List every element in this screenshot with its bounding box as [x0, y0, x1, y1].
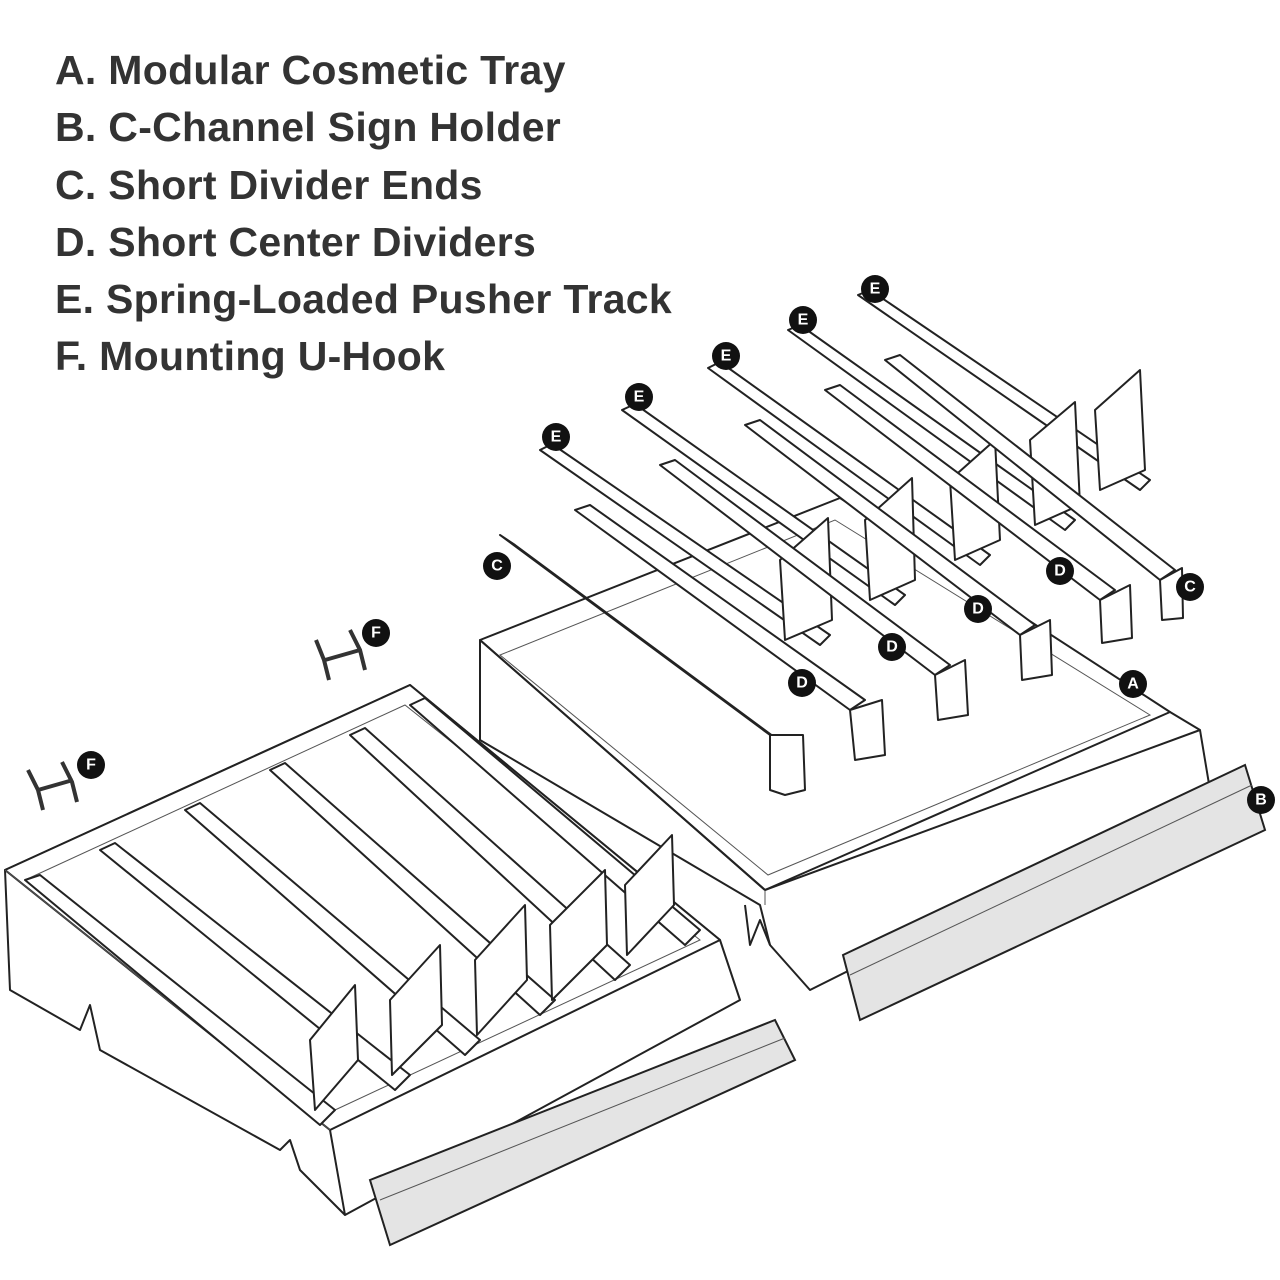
diagram-shape: [878, 633, 906, 661]
callout-letter: E: [551, 429, 562, 446]
callout-labels: E E E E E C C D D D D A B F F: [77, 275, 1275, 814]
diagram-shape: [624, 834, 675, 956]
callout-letter: E: [721, 348, 732, 365]
diagram-shape: [309, 984, 359, 1111]
callout-f-1: F: [362, 619, 390, 647]
callout-e-4: E: [625, 383, 653, 411]
callout-letter: E: [870, 281, 881, 298]
diagram-shape: [1176, 573, 1204, 601]
callout-letter: B: [1255, 792, 1267, 809]
legend-item-c: C. Short Divider Ends: [55, 161, 483, 208]
diagram-shape: [26, 761, 79, 811]
callout-a: A: [1119, 670, 1147, 698]
diagram-shape: [864, 477, 916, 601]
callout-letter: C: [1184, 579, 1196, 596]
callout-f-2: F: [77, 751, 105, 779]
diagram-shape: [934, 659, 969, 721]
parts-legend: A. Modular Cosmetic Tray B. C-Channel Si…: [55, 42, 672, 386]
diagram-shape: [1099, 584, 1133, 644]
diagram-shape: [764, 729, 1201, 891]
diagram-shape: [659, 459, 951, 676]
callout-letter: D: [1054, 563, 1066, 580]
callout-d-4: D: [788, 669, 816, 697]
callout-letter: E: [634, 389, 645, 406]
callout-e-2: E: [789, 306, 817, 334]
c-channel-sign-holder-left: [368, 1018, 797, 1247]
diagram-shape: [379, 1037, 786, 1201]
callout-letter: A: [1127, 676, 1139, 693]
callout-e-3: E: [712, 342, 740, 370]
diagram-shape: [24, 874, 336, 1126]
legend-item-b: B. C-Channel Sign Holder: [55, 104, 562, 151]
diagram-shape: [769, 734, 806, 796]
diagram-shape: [712, 342, 740, 370]
legend-item-d: D. Short Center Dividers: [55, 218, 537, 265]
callout-b: B: [1247, 786, 1275, 814]
c-channel-sign-holder-right: [841, 763, 1267, 1022]
diagram-shape: [542, 423, 570, 451]
short-dividers: [499, 354, 1184, 796]
callout-e-5: E: [542, 423, 570, 451]
callout-d-1: D: [1046, 557, 1074, 585]
diagram-shape: [1046, 557, 1074, 585]
callout-letter: D: [796, 675, 808, 692]
diagram-shape: [744, 904, 771, 946]
callout-letter: D: [972, 601, 984, 618]
diagram-shape: [549, 869, 608, 1001]
diagram-shape: [329, 1129, 346, 1216]
diagram-shape: [474, 904, 528, 1036]
diagram-shape: [849, 699, 886, 761]
diagram-shape: [479, 639, 766, 891]
callout-e-1: E: [861, 275, 889, 303]
diagram-shape: [1119, 670, 1147, 698]
diagram-shape: [483, 552, 511, 580]
diagram-shape: [1159, 567, 1184, 621]
diagram-shape: [1019, 619, 1053, 681]
diagram-shape: [884, 354, 1176, 581]
diagram-shape: [389, 944, 443, 1076]
legend-item-e: E. Spring-Loaded Pusher Track: [55, 276, 673, 323]
callout-c-1: C: [483, 552, 511, 580]
callout-c-2: C: [1176, 573, 1204, 601]
callout-letter: F: [371, 625, 381, 642]
legend-item-a: A. Modular Cosmetic Tray: [55, 47, 566, 93]
diagram-shape: [1094, 369, 1146, 491]
diagram-shape: [744, 419, 1036, 636]
diagram-shape: [362, 619, 390, 647]
diagram-shape: [574, 504, 866, 711]
diagram-shape: [314, 629, 367, 681]
diagram-shape: [779, 517, 833, 641]
legend-item-f: F. Mounting U-Hook: [55, 333, 446, 380]
diagram-shape: [789, 306, 817, 334]
diagram-shape: [861, 275, 889, 303]
diagram-shape: [788, 669, 816, 697]
diagram-shape: [625, 383, 653, 411]
callout-d-3: D: [878, 633, 906, 661]
callout-letter: C: [491, 558, 503, 575]
callout-letter: F: [86, 757, 96, 774]
u-hooks: [26, 629, 367, 811]
callout-letter: E: [798, 312, 809, 329]
callout-letter: D: [886, 639, 898, 656]
diagram-shape: [964, 595, 992, 623]
diagram-shape: [77, 751, 105, 779]
assembled-dividers: [24, 697, 701, 1126]
diagram-shape: [1247, 786, 1275, 814]
diagram-shape: [849, 784, 1253, 976]
diagram-shape: [824, 384, 1116, 601]
diagram-shape: [787, 324, 1076, 531]
callout-d-2: D: [964, 595, 992, 623]
